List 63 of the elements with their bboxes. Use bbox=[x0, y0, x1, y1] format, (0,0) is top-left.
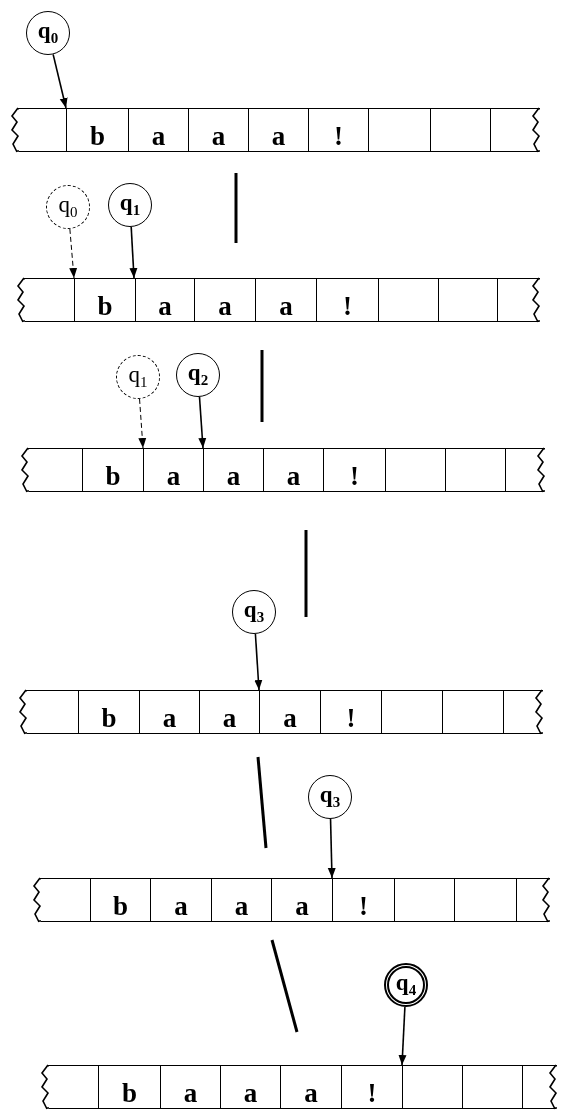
tape-cell: b bbox=[90, 878, 150, 922]
empty-tape-cell bbox=[445, 448, 505, 492]
tape-cell: b bbox=[82, 448, 143, 492]
empty-tape-cell bbox=[522, 1065, 556, 1109]
tape-cell: b bbox=[66, 108, 128, 152]
arrow bbox=[138, 398, 147, 449]
tape-cell: ! bbox=[320, 690, 381, 734]
empty-tape-cell bbox=[503, 690, 542, 734]
tape-cell: ! bbox=[341, 1065, 402, 1109]
empty-tape-cell bbox=[497, 278, 539, 322]
tape-cell: a bbox=[188, 108, 248, 152]
tape-cell: b bbox=[98, 1065, 160, 1109]
tape-cell: ! bbox=[316, 278, 378, 322]
tape-cell: a bbox=[220, 1065, 280, 1109]
tape-cell: a bbox=[271, 878, 332, 922]
tape-cell: ! bbox=[323, 448, 385, 492]
empty-tape-cell bbox=[394, 878, 454, 922]
tape-cell: ! bbox=[332, 878, 394, 922]
tape-cell: b bbox=[74, 278, 135, 322]
arrow bbox=[254, 633, 263, 691]
tape-cell: a bbox=[160, 1065, 220, 1109]
empty-tape-cell bbox=[454, 878, 516, 922]
empty-tape-cell bbox=[368, 108, 430, 152]
empty-tape-cell bbox=[505, 448, 544, 492]
arrow bbox=[69, 228, 78, 279]
arrow bbox=[398, 1006, 407, 1066]
tape-cell: a bbox=[128, 108, 188, 152]
accept-state-circle: q$_{4}$ bbox=[384, 963, 428, 1007]
empty-tape-cell bbox=[19, 108, 66, 152]
empty-tape-cell bbox=[29, 448, 82, 492]
tape-cell: a bbox=[248, 108, 308, 152]
tape-cell: a bbox=[263, 448, 323, 492]
tape-cell: a bbox=[255, 278, 316, 322]
tape-cell: a bbox=[199, 690, 259, 734]
empty-tape-cell bbox=[430, 108, 490, 152]
empty-tape-cell bbox=[49, 1065, 98, 1109]
tape-cell: a bbox=[280, 1065, 341, 1109]
tape-cell: a bbox=[194, 278, 255, 322]
tape-cell: a bbox=[139, 690, 199, 734]
tape-cell: a bbox=[203, 448, 263, 492]
empty-tape-cell bbox=[385, 448, 445, 492]
empty-tape-cell bbox=[27, 690, 78, 734]
empty-tape-cell bbox=[402, 1065, 462, 1109]
arrow bbox=[327, 818, 336, 879]
arrow bbox=[129, 226, 138, 279]
tape-cell: a bbox=[135, 278, 194, 322]
empty-tape-cell bbox=[25, 278, 74, 322]
tape-cell: a bbox=[150, 878, 211, 922]
tape-cell: a bbox=[211, 878, 271, 922]
tape-cell: b bbox=[78, 690, 139, 734]
tape-cell: a bbox=[143, 448, 203, 492]
arrow bbox=[52, 53, 68, 109]
empty-tape-cell bbox=[462, 1065, 522, 1109]
tape-cell: ! bbox=[308, 108, 368, 152]
empty-tape-cell bbox=[378, 278, 438, 322]
empty-tape-cell bbox=[516, 878, 549, 922]
empty-tape-cell bbox=[490, 108, 539, 152]
empty-tape-cell bbox=[41, 878, 90, 922]
empty-tape-cell bbox=[438, 278, 497, 322]
tape-cell: a bbox=[259, 690, 320, 734]
arrow bbox=[198, 396, 207, 449]
empty-tape-cell bbox=[381, 690, 442, 734]
empty-tape-cell bbox=[442, 690, 503, 734]
